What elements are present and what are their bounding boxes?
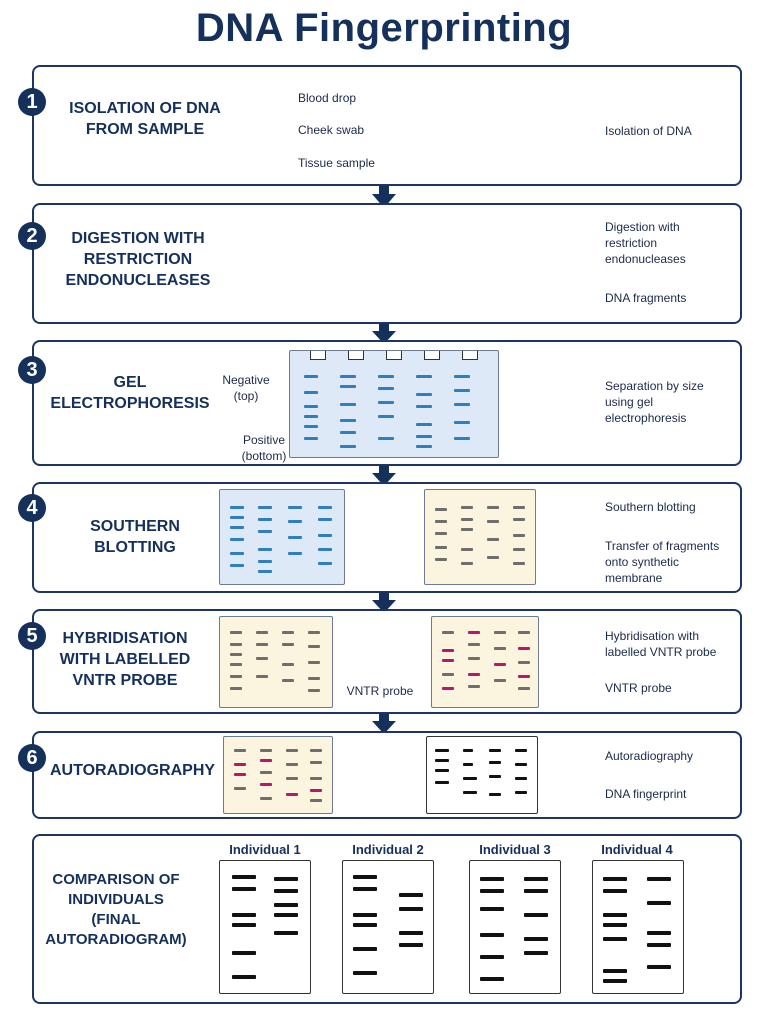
- membrane-after-probe: [431, 616, 539, 708]
- step-6-panel: [32, 731, 742, 819]
- gel-before-blot: [219, 489, 345, 585]
- fingerprint-individual-3: [469, 860, 561, 994]
- step-2-panel: [32, 203, 742, 324]
- step-5-panel: [32, 609, 742, 714]
- individual-1-label: Individual 1: [229, 842, 301, 857]
- electrophoresis-gel: [289, 350, 499, 458]
- step-2-label-fragments: DNA fragments: [605, 291, 687, 305]
- step-6-label-fingerprint: DNA fingerprint: [605, 787, 687, 801]
- step-5-title: HYBRIDISATION WITH LABELLED VNTR PROBE: [59, 630, 191, 689]
- step-5-label-hybridisation: Hybridisation with labelled VNTR probe: [605, 629, 717, 659]
- x-ray-film: [426, 736, 538, 814]
- step-6-label-autoradiography: Autoradiography: [605, 749, 694, 763]
- step-1-label: Isolation of DNA: [605, 124, 692, 138]
- membrane-before-probe: [219, 616, 333, 708]
- step-6-title: AUTORADIOGRAPHY: [50, 762, 216, 779]
- individual-2-label: Individual 2: [352, 842, 424, 857]
- membrane-after-blot: [424, 489, 536, 585]
- step-1-title: ISOLATION OF DNA FROM SAMPLE: [69, 100, 221, 138]
- vntr-probe-caption: VNTR probe: [346, 684, 414, 698]
- step-3-title: GEL ELECTROPHORESIS: [50, 374, 210, 412]
- comparison-title: COMPARISON OF INDIVIDUALS (FINAL AUTORAD…: [45, 871, 187, 948]
- step-1-panel: [32, 65, 742, 186]
- source-cheek-swab: Cheek swab: [298, 123, 365, 137]
- gel-wells: [290, 351, 497, 361]
- positive-label: Positive (bottom): [241, 433, 287, 463]
- down-arrows: [372, 186, 396, 734]
- negative-label: Negative (top): [222, 373, 270, 403]
- step-4-panel: [32, 482, 742, 593]
- step-3-label: Separation by size using gel electrophor…: [605, 379, 704, 425]
- step-1-number: 1: [18, 88, 46, 116]
- fingerprint-individual-1: [219, 860, 311, 994]
- step-5-number: 5: [18, 622, 46, 650]
- fingerprint-individual-4: [592, 860, 684, 994]
- step-6-number: 6: [18, 744, 46, 772]
- individual-4-label: Individual 4: [601, 842, 673, 857]
- step-4-label-transfer: Transfer of fragments onto synthetic mem…: [605, 539, 720, 585]
- step-2-title: DIGESTION WITH RESTRICTION ENDONUCLEASES: [65, 230, 211, 289]
- probed-membrane: [223, 736, 333, 814]
- step-4-number: 4: [18, 494, 46, 522]
- step-2-number: 2: [18, 222, 46, 250]
- fingerprint-individual-2: [342, 860, 434, 994]
- source-tissue-sample: Tissue sample: [298, 156, 375, 170]
- step-2-label-digestion: Digestion with restriction endonucleases: [605, 220, 686, 266]
- step-4-label-southern: Southern blotting: [605, 500, 696, 514]
- page-title: DNA Fingerprinting: [195, 6, 573, 50]
- step-5-label-probe: VNTR probe: [605, 681, 672, 695]
- step-3-number: 3: [18, 356, 46, 384]
- source-blood-drop: Blood drop: [298, 91, 357, 105]
- individual-3-label: Individual 3: [479, 842, 551, 857]
- step-4-title: SOUTHERN BLOTTING: [90, 518, 180, 556]
